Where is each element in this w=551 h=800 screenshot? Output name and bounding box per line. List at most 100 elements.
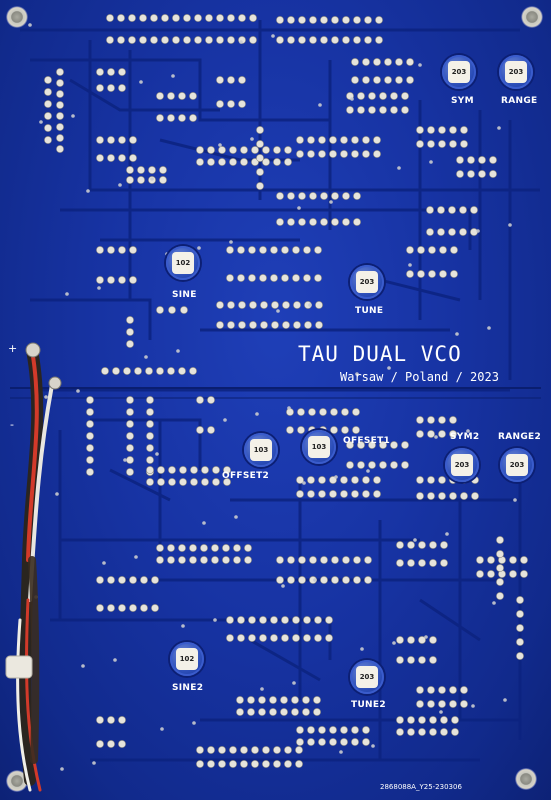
trimmer-range2[interactable]: 203 xyxy=(500,448,534,482)
solder-pad xyxy=(459,228,467,236)
solder-pad xyxy=(117,14,125,22)
solder-pad xyxy=(315,321,323,329)
solder-pad xyxy=(318,738,326,746)
solder-pad xyxy=(56,90,64,98)
solder-pad xyxy=(373,136,381,144)
solder-pad xyxy=(229,158,237,166)
solder-pad xyxy=(351,136,359,144)
solder-pad xyxy=(146,420,154,428)
via xyxy=(260,687,264,691)
solder-pad xyxy=(207,146,215,154)
solder-pad xyxy=(126,166,134,174)
via xyxy=(292,681,296,685)
trimmer-offset2[interactable]: 103 xyxy=(244,433,278,467)
solder-pad xyxy=(227,36,235,44)
solder-pad xyxy=(437,228,445,236)
solder-pad xyxy=(259,616,267,624)
solder-pad xyxy=(460,126,468,134)
solder-pad xyxy=(106,36,114,44)
solder-pad xyxy=(56,112,64,120)
solder-pad xyxy=(196,426,204,434)
trimmer-code: 203 xyxy=(508,68,524,76)
trimmer-sym2[interactable]: 203 xyxy=(445,448,479,482)
solder-pad xyxy=(293,321,301,329)
solder-pad xyxy=(303,616,311,624)
via xyxy=(65,292,69,296)
label-sym: SYM xyxy=(451,96,474,106)
solder-pad xyxy=(271,321,279,329)
solder-pad xyxy=(438,430,446,438)
solder-pad xyxy=(178,367,186,375)
solder-pad xyxy=(273,760,281,768)
trimmer-tune[interactable]: 203 xyxy=(350,265,384,299)
solder-pad xyxy=(298,218,306,226)
solder-pad xyxy=(390,461,398,469)
trimmer-sine2[interactable]: 102 xyxy=(170,642,204,676)
solder-pad xyxy=(140,576,148,584)
solder-pad xyxy=(86,408,94,416)
solder-pad xyxy=(451,716,459,724)
solder-pad xyxy=(167,556,175,564)
label-offset1: OFFSET1 xyxy=(343,436,391,446)
solder-pad xyxy=(368,92,376,100)
solder-pad xyxy=(357,461,365,469)
board-subtitle: Warsaw / Poland / 2023 xyxy=(340,370,499,384)
via xyxy=(350,97,354,101)
via xyxy=(302,481,306,485)
solder-pad xyxy=(303,634,311,642)
solder-pad xyxy=(331,576,339,584)
trimmer-offset1[interactable]: 103 xyxy=(302,430,336,464)
solder-pad xyxy=(270,634,278,642)
solder-pad xyxy=(489,170,497,178)
solder-pad xyxy=(207,396,215,404)
solder-pad xyxy=(320,36,328,44)
trimmer-sym[interactable]: 203 xyxy=(442,55,476,89)
solder-pad xyxy=(303,246,311,254)
solder-pad xyxy=(287,192,295,200)
solder-pad xyxy=(211,556,219,564)
solder-pad xyxy=(427,140,435,148)
solder-pad xyxy=(368,441,376,449)
solder-pad xyxy=(201,466,209,474)
serial-number: 2868088A_Y25-230306 xyxy=(380,783,462,791)
solder-pad xyxy=(406,246,414,254)
solder-pad xyxy=(407,716,415,724)
solder-pad xyxy=(238,321,246,329)
solder-pad xyxy=(314,616,322,624)
solder-pad xyxy=(86,420,94,428)
via xyxy=(123,458,127,462)
via xyxy=(239,40,243,44)
solder-pad xyxy=(139,36,147,44)
solder-pad xyxy=(86,432,94,440)
solder-pad xyxy=(205,36,213,44)
solder-pad xyxy=(96,604,104,612)
solder-pad xyxy=(460,700,468,708)
via xyxy=(176,349,180,353)
solder-pad xyxy=(118,716,126,724)
solder-pad xyxy=(296,738,304,746)
solder-pad xyxy=(256,168,264,176)
via xyxy=(434,435,438,439)
trimmer-sine[interactable]: 102 xyxy=(166,246,200,280)
solder-pad xyxy=(341,408,349,416)
solder-pad xyxy=(440,559,448,567)
solder-pad xyxy=(226,634,234,642)
solder-pad xyxy=(139,14,147,22)
solder-pad xyxy=(428,270,436,278)
solder-pad xyxy=(429,636,437,644)
solder-pad xyxy=(307,150,315,158)
label-tune: TUNE xyxy=(355,306,384,316)
via xyxy=(134,555,138,559)
trimmer-tune2[interactable]: 203 xyxy=(350,660,384,694)
solder-pad xyxy=(196,396,204,404)
solder-pad xyxy=(427,476,435,484)
solder-pad xyxy=(258,696,266,704)
solder-pad xyxy=(418,559,426,567)
solder-pad xyxy=(118,576,126,584)
via xyxy=(366,469,370,473)
via xyxy=(55,492,59,496)
solder-pad xyxy=(118,84,126,92)
trimmer-range[interactable]: 203 xyxy=(499,55,533,89)
via xyxy=(466,429,470,433)
solder-pad xyxy=(126,408,134,416)
